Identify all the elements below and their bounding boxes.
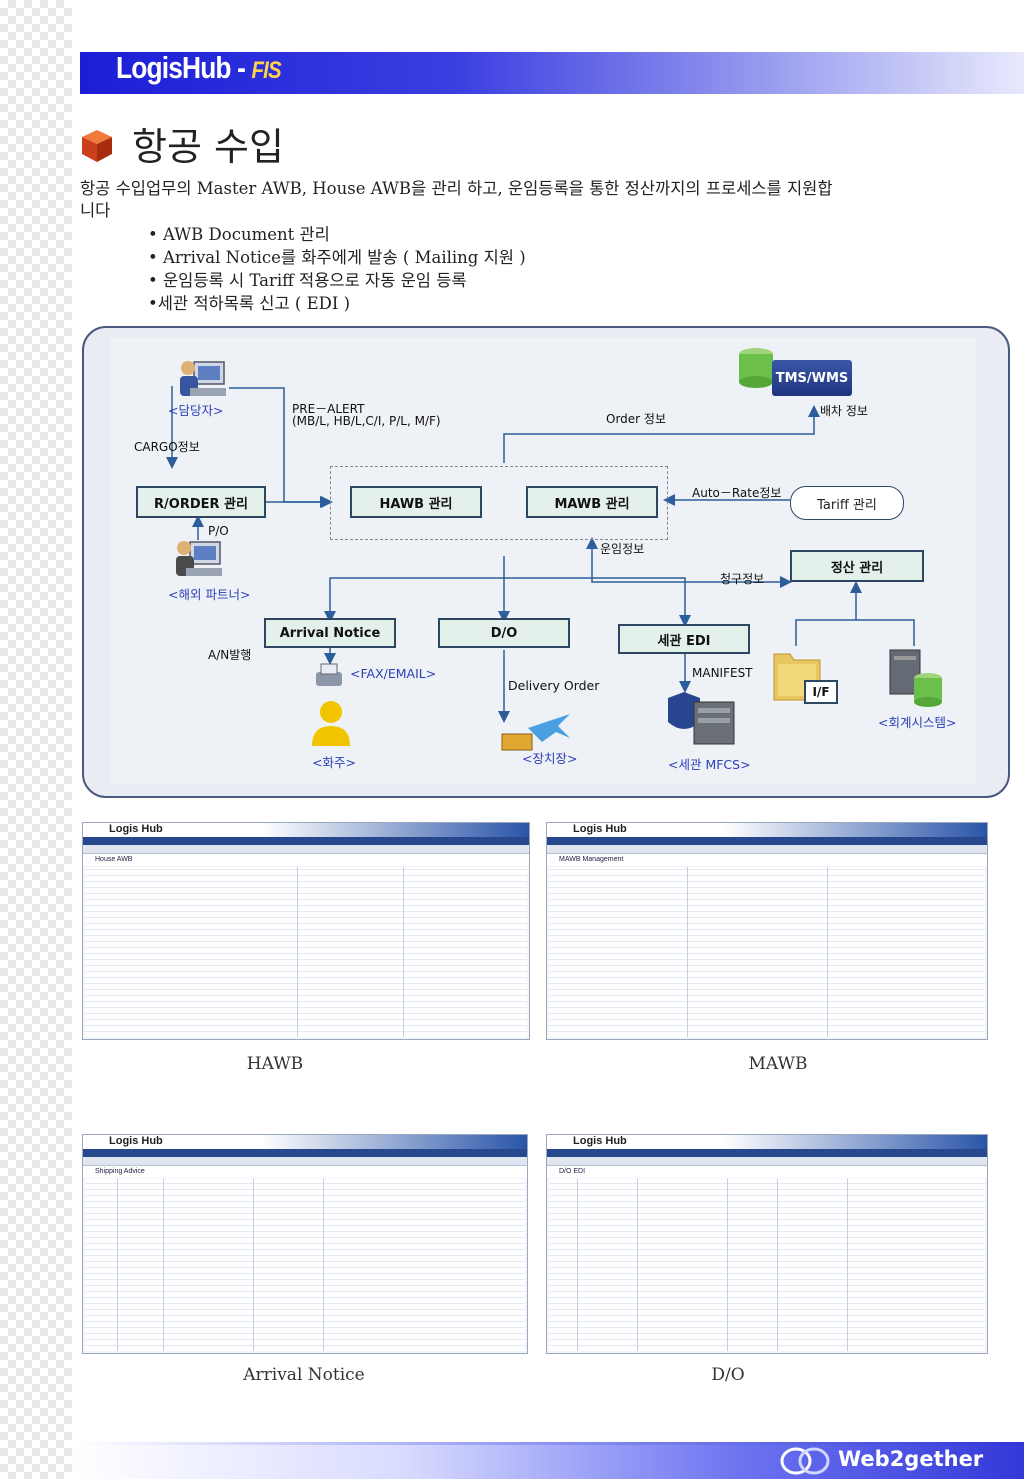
auto-rate-label: Auto－Rate정보 — [692, 486, 782, 500]
screen-title: MAWB Management — [547, 854, 987, 866]
header-bar — [80, 52, 1024, 94]
do-caption: D/O — [711, 1365, 745, 1385]
hawb-box: HAWB 관리 — [350, 486, 482, 518]
freight-info-label: 운임정보 — [600, 542, 645, 556]
mawb-screenshot: Logis Hub MAWB Management — [546, 822, 988, 1040]
partner-label: <해외 파트너> — [168, 587, 251, 602]
pre-alert-docs: (MB/L, HB/L,C/I, P/L, M/F) — [292, 414, 441, 428]
delivery-order-label: Delivery Order — [508, 678, 600, 693]
manifest-label: MANIFEST — [692, 666, 753, 680]
dispatch-info-label: 배차 정보 — [820, 404, 868, 418]
list-item: • 운임등록 시 Tariff 적용으로 자동 운임 등록 — [148, 271, 467, 290]
customs-mfcs-label: <세관 MFCS> — [668, 757, 751, 772]
arrival-notice-screenshot: Logis Hub Shipping Advice — [82, 1134, 528, 1354]
screen-title: D/O EDI — [547, 1166, 987, 1178]
shipper-label: <담당자> — [168, 403, 224, 418]
customs-edi-box: 세관 EDI — [618, 624, 750, 654]
customs-server-icon — [668, 692, 735, 745]
awb-group-frame — [330, 466, 668, 540]
footer-bar — [72, 1442, 1024, 1479]
fax-email-label: <FAX/EMAIL> — [350, 666, 437, 681]
cube-bullet-icon — [82, 130, 112, 162]
list-item: • AWB Document 관리 — [148, 225, 330, 244]
arrival-notice-caption: Arrival Notice — [243, 1365, 365, 1385]
web2gether-logo-icon — [780, 1447, 830, 1475]
accounting-label: <회계시스템> — [878, 715, 957, 730]
an-issue-label: A/N발행 — [208, 648, 252, 662]
do-screenshot: Logis Hub D/O EDI — [546, 1134, 988, 1354]
fax-icon — [316, 663, 342, 686]
mawb-caption: MAWB — [748, 1054, 808, 1074]
if-box: I/F — [804, 680, 838, 704]
logo: LogisHub - FIS — [116, 50, 282, 85]
accounting-server-icon — [889, 649, 942, 707]
cargo-info-label: CARGO정보 — [134, 440, 200, 454]
hawb-screenshot: Logis Hub House AWB — [82, 822, 530, 1040]
diagram-connectors — [166, 386, 915, 723]
footer-brand: Web2gether — [838, 1447, 984, 1471]
pre-alert-label: PRE－ALERT — [292, 402, 365, 416]
shipper-computer-icon — [180, 361, 226, 396]
tms-wms-box: TMS/WMS — [772, 360, 852, 396]
rorder-box: R/ORDER 관리 — [136, 486, 266, 518]
screen-title: House AWB — [83, 854, 529, 866]
list-item: • Arrival Notice를 화주에게 발송 ( Mailing 지원 ) — [148, 248, 526, 267]
billing-info-label: 청구정보 — [720, 572, 765, 586]
settlement-box: 정산 관리 — [790, 550, 924, 582]
warehouse-airplane-icon — [501, 714, 570, 751]
po-label: P/O — [208, 524, 229, 538]
do-box: D/O — [438, 618, 570, 648]
tariff-box: Tariff 관리 — [790, 486, 904, 520]
mawb-box: MAWB 관리 — [526, 486, 658, 518]
page-title: 항공 수입 — [132, 125, 284, 169]
hawb-caption: HAWB — [246, 1054, 304, 1074]
list-item: •세관 적하목록 신고 ( EDI ) — [148, 294, 351, 313]
screen-title: Shipping Advice — [83, 1166, 527, 1178]
order-info-label: Order 정보 — [606, 412, 666, 426]
arrival-notice-box: Arrival Notice — [264, 618, 396, 648]
feature-list: • AWB Document 관리 • Arrival Notice를 화주에게… — [148, 223, 526, 315]
process-diagram: <담당자> PRE－ALERT (MB/L, HB/L,C/I, P/L, M/… — [82, 326, 1010, 798]
warehouse-label: <장치장> — [522, 751, 578, 766]
checker-background — [0, 0, 72, 1479]
tms-database-icon — [739, 348, 773, 388]
consignee-person-icon — [312, 701, 350, 746]
partner-computer-icon — [176, 541, 222, 576]
consignee-label: <화주> — [312, 755, 356, 770]
intro-text: 항공 수입업무의 Master AWB, House AWB을 관리 하고, 운… — [80, 179, 833, 220]
